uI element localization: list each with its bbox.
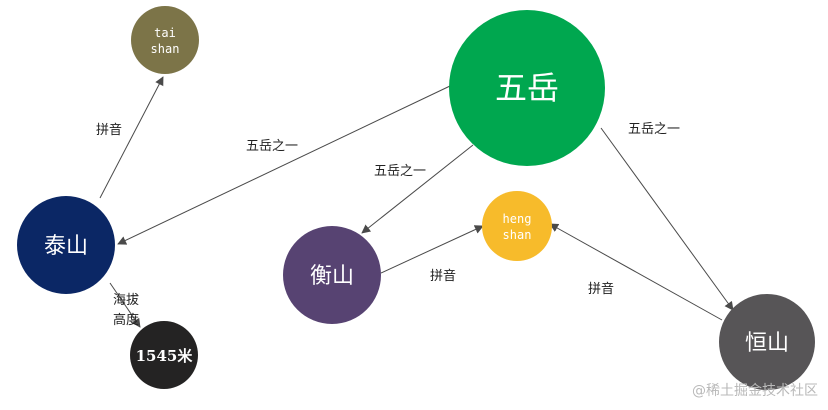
- node-hengshan-pinyin[interactable]: heng shan: [482, 191, 552, 261]
- node-altitude-circle: [130, 321, 198, 389]
- node-hengshan-changheng-label: 恒山: [745, 331, 789, 356]
- node-altitude[interactable]: 1545米: [130, 321, 198, 389]
- node-wuyue[interactable]: 五岳: [449, 10, 605, 166]
- node-hengshan-pinyin-line1: heng: [503, 212, 532, 226]
- node-taishan-circle: [17, 196, 115, 294]
- edge-label-altitude-line2: 高度: [113, 312, 139, 328]
- edge-wuyue-taishan: [117, 85, 451, 245]
- node-hengshan-changheng[interactable]: 恒山: [719, 294, 815, 390]
- edge-label-wuyue-changheng: 五岳之一: [628, 122, 680, 137]
- node-hengshan-heng-label: 衡山: [310, 264, 354, 289]
- edge-label-altitude-line1: 海拔: [113, 293, 139, 308]
- edge-hengshan-pinyin: [380, 225, 484, 274]
- node-taishan-label: 泰山: [44, 234, 88, 259]
- node-hengshan-pinyin-line2: shan: [503, 228, 532, 242]
- node-taishan-pinyin-line1: tai: [154, 26, 176, 40]
- node-taishan-pinyin[interactable]: tai shan: [131, 6, 199, 74]
- edge-taishan-pinyin: [99, 76, 164, 199]
- node-hengshan-heng[interactable]: 衡山: [283, 226, 381, 324]
- node-taishan[interactable]: 泰山: [17, 196, 115, 294]
- edge-changheng-pinyin: [549, 223, 723, 321]
- edge-wuyue-hengshan: [361, 144, 474, 234]
- edge-label-hengshan-pinyin: 拼音: [430, 268, 456, 284]
- node-hengshan-changheng-circle: [719, 294, 815, 390]
- edge-label-wuyue-taishan: 五岳之一: [246, 139, 298, 154]
- node-taishan-pinyin-line2: shan: [151, 42, 180, 56]
- node-wuyue-label: 五岳: [495, 69, 559, 107]
- edge-wuyue-changheng: [600, 127, 734, 311]
- edge-label-changheng-pinyin: 拼音: [588, 281, 614, 297]
- node-altitude-label: 1545米: [136, 347, 194, 365]
- node-taishan-pinyin-circle: [131, 6, 199, 74]
- edge-label-taishan-pinyin: 拼音: [96, 122, 122, 138]
- node-hengshan-heng-circle: [283, 226, 381, 324]
- node-hengshan-pinyin-circle: [482, 191, 552, 261]
- watermark: @稀土掘金技术社区: [692, 383, 818, 399]
- node-wuyue-circle: [449, 10, 605, 166]
- edge-label-wuyue-hengshan: 五岳之一: [374, 164, 426, 179]
- edge-taishan-altitude: [109, 282, 141, 328]
